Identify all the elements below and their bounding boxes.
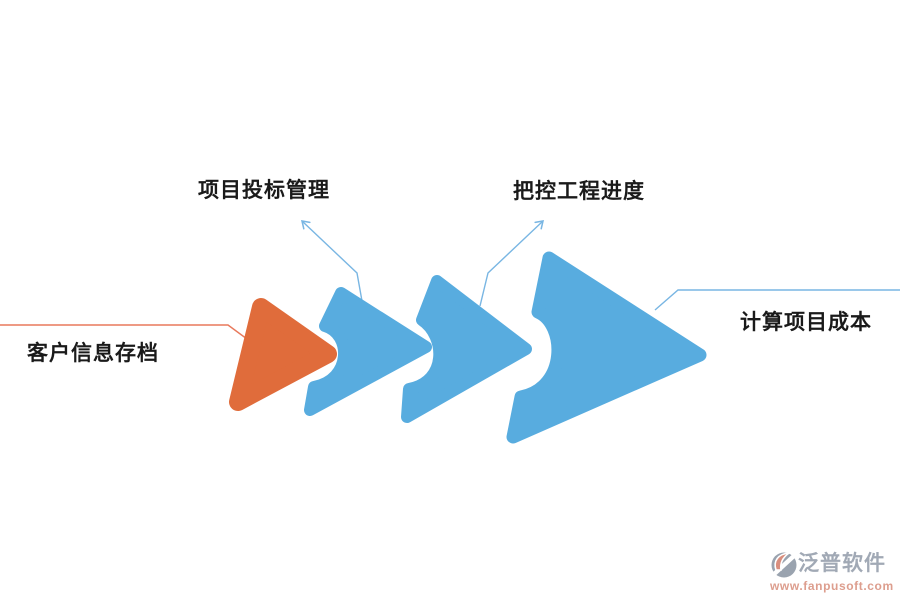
label-bidding: 项目投标管理 — [198, 179, 330, 202]
arrow-step-cost — [506, 251, 707, 444]
arrow-step-bidding — [304, 287, 432, 416]
label-customer-info: 客户信息存档 — [27, 342, 159, 365]
arrow-step-progress — [401, 275, 532, 423]
leader-line-progress — [479, 220, 545, 307]
logo-name: 泛普软件 — [798, 552, 886, 575]
leader-line-cost — [654, 289, 900, 311]
arrow-step-customer-info — [229, 298, 337, 411]
label-cost: 计算项目成本 — [740, 311, 872, 334]
fanpu-logo: 泛普软件 www.fanpusoft.com — [770, 551, 894, 593]
logo-url: www.fanpusoft.com — [770, 579, 894, 593]
fanpu-logo-icon — [770, 551, 798, 578]
leader-line-customer-info — [0, 324, 248, 340]
leader-line-bidding — [300, 220, 363, 302]
label-progress: 把控工程进度 — [513, 180, 645, 203]
